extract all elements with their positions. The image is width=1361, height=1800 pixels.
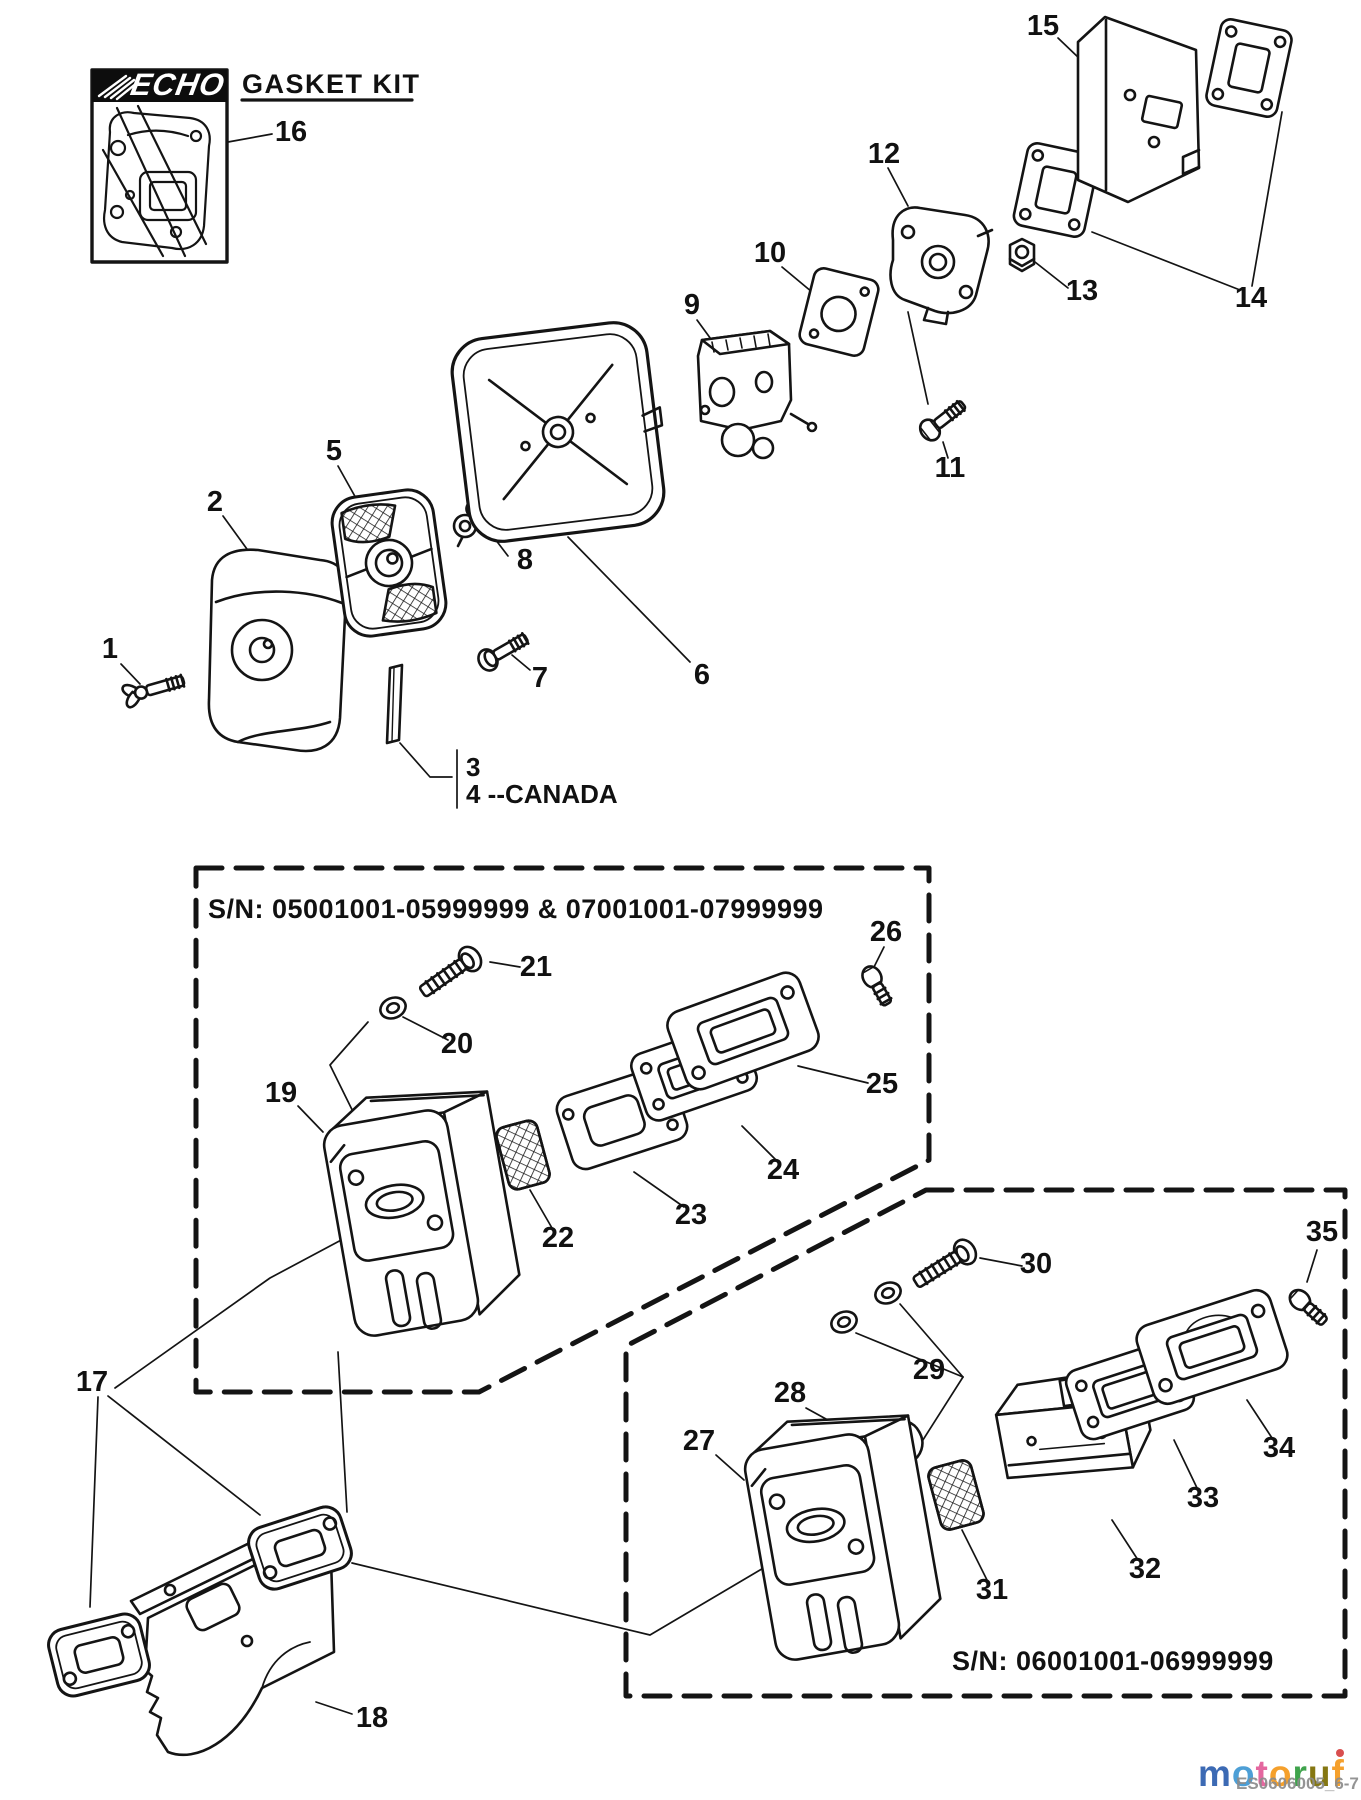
callout-6: 6 <box>694 659 710 691</box>
sn-box-bottom-border <box>623 1187 1348 1699</box>
part-29-washer-a <box>874 1281 902 1305</box>
part-35-screw <box>1288 1288 1328 1326</box>
drawing-code: ES0606005_6-7 <box>1236 1774 1359 1793</box>
callout-22: 22 <box>542 1222 574 1254</box>
callout-3: 3 <box>466 752 480 782</box>
callout-2: 2 <box>207 486 223 518</box>
sn-range-bottom: S/N: 06001001-06999999 <box>952 1646 1274 1676</box>
callout-21: 21 <box>520 951 552 983</box>
echo-logo-text: ECHO <box>128 67 228 102</box>
callout-27: 27 <box>683 1425 715 1457</box>
gasket-kit-box <box>90 68 414 264</box>
part-22-screen <box>495 1119 551 1191</box>
part-29-washer-b <box>830 1310 858 1334</box>
part-3-4-gasket-strip <box>385 663 404 745</box>
part-34-gasket <box>1135 1288 1289 1406</box>
callout-23: 23 <box>675 1199 707 1231</box>
part-17-gasket-right <box>247 1505 353 1591</box>
part-25-gasket <box>666 971 820 1091</box>
callout-19: 19 <box>265 1077 297 1109</box>
callout-35: 35 <box>1306 1216 1338 1248</box>
watermark-trademark-dot <box>1336 1749 1344 1757</box>
callout-7: 7 <box>532 662 548 694</box>
callout-11: 11 <box>935 452 966 484</box>
callout-12: 12 <box>868 138 900 170</box>
part-17-gasket-left <box>47 1612 151 1698</box>
sn-box-top-border <box>193 865 932 1395</box>
callout-8: 8 <box>517 544 533 576</box>
watermark-motoruf: motoruf <box>1198 1753 1345 1794</box>
part-19-muffler <box>315 1075 528 1344</box>
part-13-nut <box>1008 237 1036 273</box>
callout-26: 26 <box>870 916 902 948</box>
part-26-screw <box>861 965 893 1007</box>
part-20-washer <box>379 996 407 1020</box>
part-6-air-cleaner-plate <box>450 321 666 543</box>
part-1-wing-screw <box>121 673 186 709</box>
part-7-screw <box>477 632 530 672</box>
part-2-air-cleaner-cover <box>207 548 348 753</box>
part-15-heat-shield <box>1076 15 1201 204</box>
callout-25: 25 <box>866 1068 898 1100</box>
callout-13: 13 <box>1066 275 1098 307</box>
callout-17: 17 <box>76 1366 108 1398</box>
callout-16: 16 <box>275 116 307 148</box>
callout-9: 9 <box>684 289 700 321</box>
callout-15: 15 <box>1027 10 1059 42</box>
callout-28: 28 <box>774 1377 806 1409</box>
kit-title: GASKET KIT <box>242 69 421 99</box>
part-12-intake-insulator <box>889 206 994 326</box>
callout-10: 10 <box>754 237 786 269</box>
callout-18: 18 <box>356 1702 388 1734</box>
part-14-gasket-upper <box>1205 18 1293 118</box>
callout-32: 32 <box>1129 1553 1161 1585</box>
callout-34: 34 <box>1263 1432 1295 1464</box>
callout-1: 1 <box>102 633 118 665</box>
callout-numbers: 1 2 5 6 7 8 9 10 11 12 13 14 15 16 17 18… <box>76 10 1338 1734</box>
callout-31: 31 <box>976 1574 1008 1606</box>
part-11-bolt <box>918 399 967 442</box>
callout-30: 30 <box>1020 1248 1052 1280</box>
callout-24: 24 <box>767 1154 799 1186</box>
part-21-screw <box>418 945 483 998</box>
watermark: motoruf ES0606005_6-7 <box>1198 1749 1359 1794</box>
callout-5: 5 <box>326 435 342 467</box>
part-30-screw <box>912 1238 978 1288</box>
canada-note: 4 --CANADA <box>466 779 618 809</box>
gasket-kit-contents <box>101 104 211 258</box>
callout-20: 20 <box>441 1028 473 1060</box>
callout-33: 33 <box>1187 1482 1219 1514</box>
part-10-carb-gasket <box>798 266 880 358</box>
callout-29: 29 <box>913 1354 945 1386</box>
callout-14: 14 <box>1235 282 1267 314</box>
part-31-screen <box>927 1459 985 1531</box>
part-5-air-filter <box>330 488 448 638</box>
part-9-carburetor <box>696 329 818 460</box>
sn-range-top: S/N: 05001001-05999999 & 07001001-079999… <box>208 894 824 924</box>
